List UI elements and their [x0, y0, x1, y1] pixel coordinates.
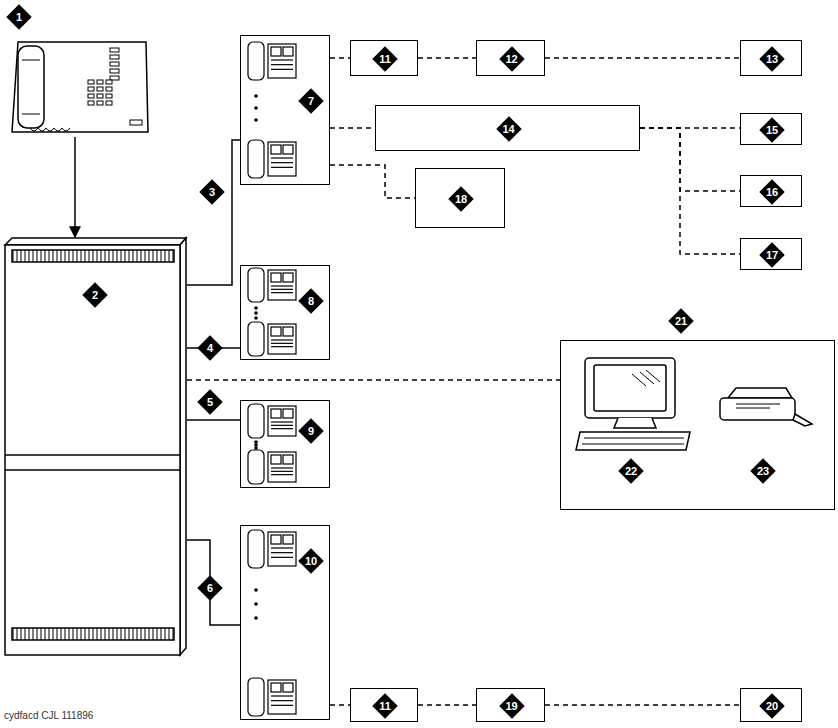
- callout-number: 11: [372, 46, 398, 72]
- continuation-dot: [254, 106, 258, 110]
- callout-number: 4: [197, 335, 223, 361]
- computer-drawing: [576, 358, 690, 450]
- equipment-box: 12: [476, 40, 545, 76]
- connector-line: [640, 127, 740, 129]
- computer: 22: [576, 356, 686, 486]
- connector-line: [545, 57, 740, 59]
- equipment-box: 11: [350, 688, 418, 722]
- equipment-box: 11: [350, 40, 418, 76]
- figure-caption: cydfacd CJL 111896: [4, 710, 93, 721]
- continuation-dot: [254, 306, 258, 310]
- phone-icon: [248, 42, 296, 80]
- continuation-dot: [254, 94, 258, 98]
- equipment-box: 16: [740, 175, 802, 207]
- connector-line: [74, 137, 76, 237]
- phone-icons: [248, 42, 296, 716]
- phone-icon: [248, 140, 296, 178]
- callout-number: 15: [759, 117, 785, 143]
- callout-number: 14: [496, 116, 522, 142]
- phone-icon: [248, 322, 296, 356]
- equipment-box: 15: [740, 113, 802, 145]
- continuation-dot: [254, 616, 258, 620]
- callout-number: 2: [82, 282, 108, 308]
- callout-number: 23: [750, 458, 776, 484]
- callout-number: 8: [298, 288, 324, 314]
- phone-icon: [248, 268, 296, 302]
- connector-line: [545, 704, 740, 706]
- callout-number: 13: [759, 46, 785, 72]
- callout-number: 17: [759, 242, 785, 268]
- telephone: 1: [5, 5, 155, 137]
- connector-line: [330, 57, 350, 59]
- continuation-dot: [254, 588, 258, 592]
- callout-number: 6: [197, 575, 223, 601]
- telephone-group: 10: [240, 525, 330, 720]
- equipment-box: 20: [740, 688, 802, 722]
- equipment-box: 13: [740, 40, 802, 76]
- equipment-box: 18: [415, 168, 505, 228]
- continuation-dot: [254, 316, 258, 320]
- printer: 23: [716, 381, 806, 486]
- callout-number: 16: [759, 179, 785, 205]
- printer-drawing: [720, 388, 812, 426]
- telephone-drawing: [12, 42, 148, 132]
- telephone-group: 7: [240, 35, 330, 185]
- connector-line: [187, 140, 240, 285]
- phone-icon: [248, 678, 296, 716]
- telephone-group: 8: [240, 265, 330, 360]
- callout-number: 7: [298, 88, 324, 114]
- callout-number: 12: [499, 46, 525, 72]
- callout-number: 19: [499, 693, 525, 719]
- switch-cabinet: 2: [5, 237, 187, 657]
- phone-icon: [248, 530, 296, 568]
- connector-line: [418, 704, 476, 706]
- switch-cabinet-drawing: [5, 238, 186, 655]
- connector-line: [330, 165, 415, 198]
- connector-line: [330, 127, 375, 129]
- connector-line: [640, 128, 740, 254]
- callout-number: 5: [197, 389, 223, 415]
- terminal-box: 222321: [560, 340, 835, 510]
- phone-icon: [248, 450, 296, 484]
- connector-line: [330, 704, 350, 706]
- connector-line: [640, 128, 740, 191]
- equipment-box: 19: [476, 688, 545, 722]
- callout-number: 1: [6, 4, 32, 30]
- callout-number: 18: [448, 186, 474, 212]
- connector-line: [187, 379, 560, 381]
- connector-line: [187, 419, 240, 421]
- callout-number: 10: [298, 548, 324, 574]
- callout-number: 21: [668, 308, 694, 334]
- equipment-box: 14: [375, 105, 640, 151]
- continuation-dot: [254, 118, 258, 122]
- callout-number: 20: [759, 693, 785, 719]
- connector-line: [187, 540, 240, 625]
- callout-number: 22: [618, 458, 644, 484]
- telephone-group: 9: [240, 400, 330, 488]
- continuation-dot: [254, 446, 258, 450]
- callout-number: 9: [298, 418, 324, 444]
- continuation-dot: [254, 311, 258, 315]
- continuation-dot: [254, 602, 258, 606]
- phone-icon: [248, 404, 296, 438]
- callout-number: 11: [372, 693, 398, 719]
- equipment-box: 17: [740, 238, 802, 270]
- connector-layer: [75, 58, 740, 705]
- callout-number: 3: [199, 179, 225, 205]
- connector-line: [418, 57, 476, 59]
